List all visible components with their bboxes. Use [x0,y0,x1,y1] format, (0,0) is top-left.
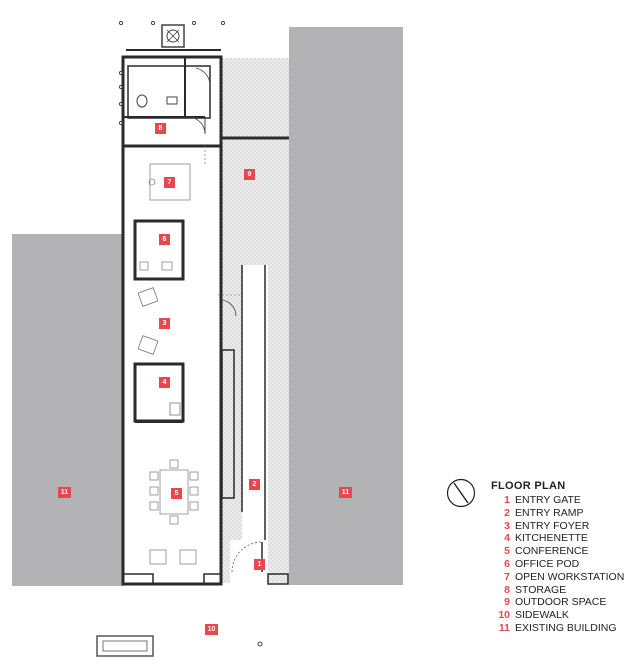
tag-outdoor-space: 9 [244,169,255,180]
legend-item: 11 EXISTING BUILDING [491,622,624,635]
tag-entry-foyer: 3 [159,318,170,329]
restroom-block [127,65,211,119]
tag-kitchenette: 4 [159,377,170,388]
legend-item-number: 1 [504,494,510,506]
toilet-icon [136,94,148,108]
legend-item-number: 2 [504,506,510,519]
legend-item-label: OPEN WORKSTATION [515,570,625,583]
legend-item: 10 SIDEWALK [491,609,624,622]
legend-item-number: 9 [504,596,510,609]
legend-item: 7 OPEN WORKSTATION [491,571,624,584]
legend-item: 5 CONFERENCE [491,545,624,558]
tag-sidewalk: 10 [205,624,218,635]
tag-existing-building-left: 11 [58,487,71,498]
legend-item-label: EXISTING BUILDING [515,621,617,634]
legend-item: 9 OUTDOOR SPACE [491,596,624,609]
existing-building-right [289,27,403,585]
legend-item-number: 4 [504,532,510,545]
legend-item-number: 7 [504,570,510,583]
legend: FLOOR PLAN 1 ENTRY GATE 2 ENTRY RAMP 3 ENTR… [491,480,624,635]
legend-item-label: ENTRY FOYER [515,519,590,532]
legend-list: 1 ENTRY GATE 2 ENTRY RAMP 3 ENTRY FOYER 4 KI… [491,494,624,635]
tag-conference: 5 [171,488,182,499]
north-arrow-icon [446,478,476,508]
tag-entry-gate: 1 [254,559,265,570]
legend-item-label: SIDEWALK [515,609,569,622]
roof-vent [161,24,185,48]
workstation-desk [149,163,191,201]
legend-item-label: ENTRY GATE [515,494,581,506]
office-pod [133,219,185,281]
legend-item: 2 ENTRY RAMP [491,507,624,520]
legend-item-label: ENTRY RAMP [515,506,584,519]
legend-item-label: STORAGE [515,583,567,596]
legend-item-number: 5 [504,545,510,558]
tag-entry-ramp: 2 [249,479,260,490]
entry-gate-swing [231,541,263,573]
legend-item: 1 ENTRY GATE [491,494,624,507]
legend-item-number: 8 [504,583,510,596]
tag-existing-building-right: 11 [339,487,352,498]
ramp-corridor [242,265,268,540]
foyer-chair [137,287,159,307]
existing-building-left [12,234,124,586]
legend-item: 6 OFFICE POD [491,558,624,571]
legend-item: 3 ENTRY FOYER [491,520,624,533]
legend-item-label: OUTDOOR SPACE [515,596,607,609]
legend-title: FLOOR PLAN [491,480,566,492]
legend-item-label: OFFICE POD [515,557,580,570]
foyer-chair [137,335,159,355]
legend-item-number: 11 [498,621,510,634]
sidewalk-planter [96,635,154,657]
building-outline [121,55,223,586]
legend-item-number: 6 [504,557,510,570]
conference-table [149,459,199,565]
tag-open-workstation: 7 [164,177,175,188]
kitchenette-counter [133,362,185,423]
legend-item: 4 KITCHENETTE [491,532,624,545]
legend-item-label: KITCHENETTE [515,532,588,545]
legend-item-label: CONFERENCE [515,545,589,558]
legend-item: 8 STORAGE [491,584,624,597]
legend-item-number: 10 [498,609,510,622]
tag-office-pod: 6 [159,234,170,245]
tag-storage: 8 [155,123,166,134]
legend-item-number: 3 [504,519,510,532]
